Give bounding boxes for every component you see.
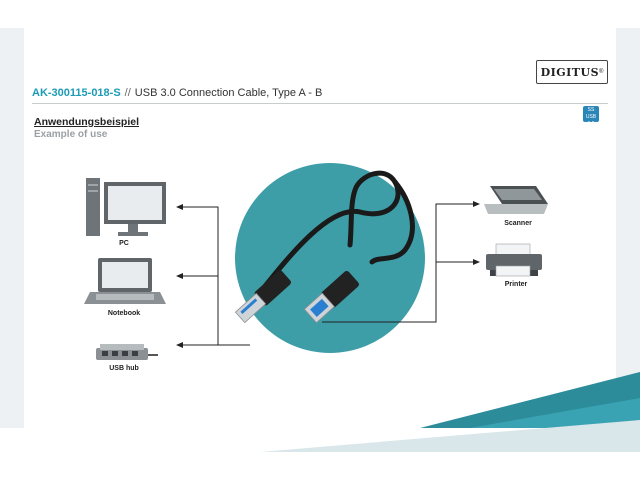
left-connector-lines [180, 206, 250, 346]
label-usb-hub: USB hub [109, 365, 139, 372]
product-circle [235, 163, 425, 353]
left-arrowheads [176, 204, 183, 348]
background-right [616, 28, 640, 428]
right-connector-lines [322, 203, 476, 323]
product-title: USB 3.0 Connection Cable, Type A - B [134, 87, 323, 99]
usb3-icon: SS USB 3.0 [583, 106, 599, 127]
label-pc: PC [119, 240, 129, 247]
right-arrowheads [473, 201, 480, 265]
brand-logo-text: DIGITUS [540, 65, 600, 79]
usb-b-plug [303, 270, 359, 324]
scanner-icon [484, 186, 548, 214]
header-divider [32, 103, 608, 104]
printer-icon [486, 243, 542, 277]
usb-hub-icon [96, 344, 158, 360]
pc-icon [86, 178, 166, 236]
usb3-badge-line2: USB 3.0 [585, 114, 597, 127]
label-printer: Printer [504, 281, 528, 288]
section-subtitle: Example of use [34, 129, 108, 140]
usb3-badge-line1: SS [587, 107, 595, 113]
brand-logo: DIGITUS® [536, 60, 608, 84]
section-title: Anwendungsbeispiel [34, 116, 140, 128]
background-top [0, 0, 640, 28]
decor-wedge-pale [260, 420, 640, 452]
background-left [0, 28, 24, 428]
usb-cable [234, 170, 415, 324]
notebook-icon [84, 258, 166, 304]
usb-a-plug [234, 270, 291, 324]
product-header: AK-300115-018-S//USB 3.0 Connection Cabl… [32, 87, 322, 99]
product-sku: AK-300115-018-S [32, 87, 121, 99]
decor-wedge-light [470, 398, 640, 428]
label-notebook: Notebook [107, 310, 141, 317]
header-separator: // [124, 87, 131, 99]
brand-logo-mark: ® [599, 69, 604, 75]
label-scanner: Scanner [504, 220, 532, 227]
